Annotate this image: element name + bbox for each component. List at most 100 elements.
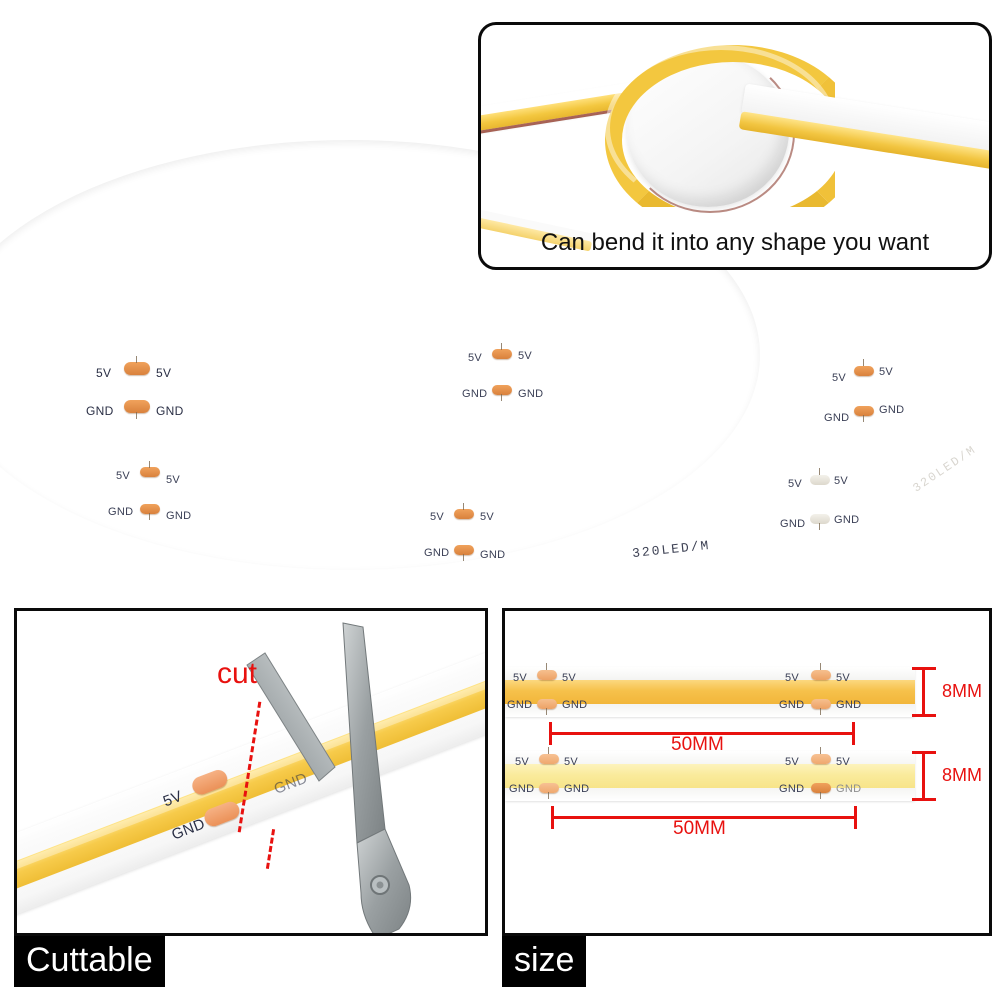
pad-tick	[136, 356, 137, 363]
size-strip-pale: 5V 5V GND GND 5V 5V GND GND	[505, 747, 915, 801]
coil-highlight-band	[0, 396, 410, 488]
pad-tick	[820, 747, 821, 754]
dim-50mm-line-b	[551, 816, 857, 819]
pad-label-gnd-right-b: GND	[836, 783, 862, 795]
pad-tick	[820, 792, 821, 799]
pad-label-gnd-right: GND	[879, 404, 905, 416]
pad-tick	[136, 412, 137, 419]
dim-8mm-cap-bottom-b	[912, 798, 936, 801]
solder-pad-gnd	[854, 406, 874, 416]
pad-label-gnd-right: GND	[518, 388, 544, 400]
pad-label-5v-right-a: 5V	[564, 756, 579, 768]
pad-tick	[548, 747, 549, 754]
pad-label-5v-right: 5V	[518, 350, 533, 362]
pad-tick	[546, 663, 547, 670]
solder-pad-5v	[810, 475, 830, 485]
pad-label-5v-left: 5V	[832, 372, 847, 384]
pad-label-5v-left-b: 5V	[785, 672, 800, 684]
strip-glow-band-warm	[505, 680, 915, 704]
dim-8mm-cap-bottom-a	[912, 714, 936, 717]
pad-label-5v-right-a: 5V	[562, 672, 577, 684]
pad-label-gnd-left-b: GND	[779, 699, 805, 711]
pad-label-5v-left: 5V	[468, 352, 483, 364]
solder-pad-gnd-right-b	[811, 699, 831, 709]
solder-pad-gnd-left-a	[539, 783, 559, 793]
pad-tick	[501, 343, 502, 350]
dim-50mm-cap-right-b	[854, 806, 857, 829]
solder-pad-5v-right-b	[811, 754, 831, 764]
dim-8mm-cap-top-a	[912, 667, 936, 670]
dim-50mm-label-b: 50MM	[673, 818, 726, 839]
dim-8mm-line-b	[922, 751, 925, 801]
dim-50mm-cap-right-a	[852, 722, 855, 745]
solder-pad-5v	[492, 349, 512, 359]
pad-label-gnd-right: GND	[834, 514, 860, 526]
solder-pad-5v-right-b	[811, 670, 831, 680]
pad-tick	[820, 663, 821, 670]
dim-8mm-label-a: 8MM	[942, 681, 982, 701]
pad-tick	[548, 792, 549, 799]
pad-tick	[149, 513, 150, 520]
bend-demo-inset: Can bend it into any shape you want	[478, 22, 992, 270]
solder-pad-5v	[454, 509, 474, 519]
pad-label-5v-right-b: 5V	[836, 756, 851, 768]
pad-tick	[819, 468, 820, 475]
pad-tick	[546, 708, 547, 715]
solder-pad-gnd	[454, 545, 474, 555]
pad-label-gnd-left-a: GND	[509, 783, 535, 795]
scissors-icon	[246, 622, 412, 933]
pad-label-gnd-right-a: GND	[564, 783, 590, 795]
solder-pad-5v-left-a	[537, 670, 557, 680]
pad-label-5v-left: 5V	[788, 478, 803, 490]
solder-pad-5v	[124, 362, 150, 375]
pad-label-gnd-right-a: GND	[562, 699, 588, 711]
pad-label-5v-left: 5V	[96, 366, 112, 380]
dim-50mm-cap-left-a	[549, 722, 552, 745]
pad-label-gnd-left: GND	[780, 518, 806, 530]
pad-label-5v-left-a: 5V	[513, 672, 528, 684]
pad-label-gnd-right: GND	[480, 549, 506, 561]
dim-8mm-line-a	[922, 667, 925, 717]
panel-cuttable: 5V GND GND	[14, 608, 488, 936]
pad-tick	[501, 394, 502, 401]
solder-pad-gnd	[140, 504, 160, 514]
pad-label-5v-right: 5V	[834, 475, 849, 487]
badge-cuttable: Cuttable	[14, 936, 165, 987]
dim-50mm-line-a	[549, 732, 855, 735]
pad-label-gnd-right-b: GND	[836, 699, 862, 711]
pad-label-5v-right: 5V	[879, 366, 894, 378]
solder-pad-5v	[140, 467, 160, 477]
pad-label-gnd-left-b: GND	[779, 783, 805, 795]
pad-label-5v-right: 5V	[480, 511, 495, 523]
pad-label-gnd-right: GND	[166, 510, 192, 522]
solder-pad-gnd	[810, 514, 830, 524]
pad-label-gnd-left-a: GND	[507, 699, 533, 711]
pad-label-5v-right-b: 5V	[836, 672, 851, 684]
dim-50mm-label-a: 50MM	[671, 734, 724, 755]
pad-label-gnd-left: GND	[462, 388, 488, 400]
dim-8mm-cap-top-b	[912, 751, 936, 754]
pad-tick	[463, 554, 464, 561]
pad-label-5v-left: 5V	[116, 470, 131, 482]
pad-label-gnd-left: GND	[86, 404, 114, 418]
solder-pad-gnd-right-b	[811, 783, 831, 793]
pad-label-gnd-left: GND	[108, 506, 134, 518]
solder-pad-5v-left-a	[539, 754, 559, 764]
pad-label-5v-left-a: 5V	[515, 756, 530, 768]
pad-label-5v-left: 5V	[430, 511, 445, 523]
pad-label-5v-left-b: 5V	[785, 756, 800, 768]
dim-8mm-label-b: 8MM	[942, 765, 982, 785]
panel-size: 5V 5V GND GND 5V 5V GND GND 8MM 50MM	[502, 608, 992, 936]
size-strip-warm: 5V 5V GND GND 5V 5V GND GND	[505, 663, 915, 717]
strip-glow-band-pale	[505, 764, 915, 788]
pad-tick	[819, 523, 820, 530]
badge-size: size	[502, 936, 587, 987]
solder-pad-5v	[854, 366, 874, 376]
pad-tick	[463, 503, 464, 510]
solder-pad-gnd	[124, 400, 150, 413]
inset-caption: Can bend it into any shape you want	[540, 229, 930, 256]
pad-tick	[863, 415, 864, 422]
pad-label-gnd-right: GND	[156, 404, 184, 418]
coil-tail-upper-left	[0, 150, 480, 280]
